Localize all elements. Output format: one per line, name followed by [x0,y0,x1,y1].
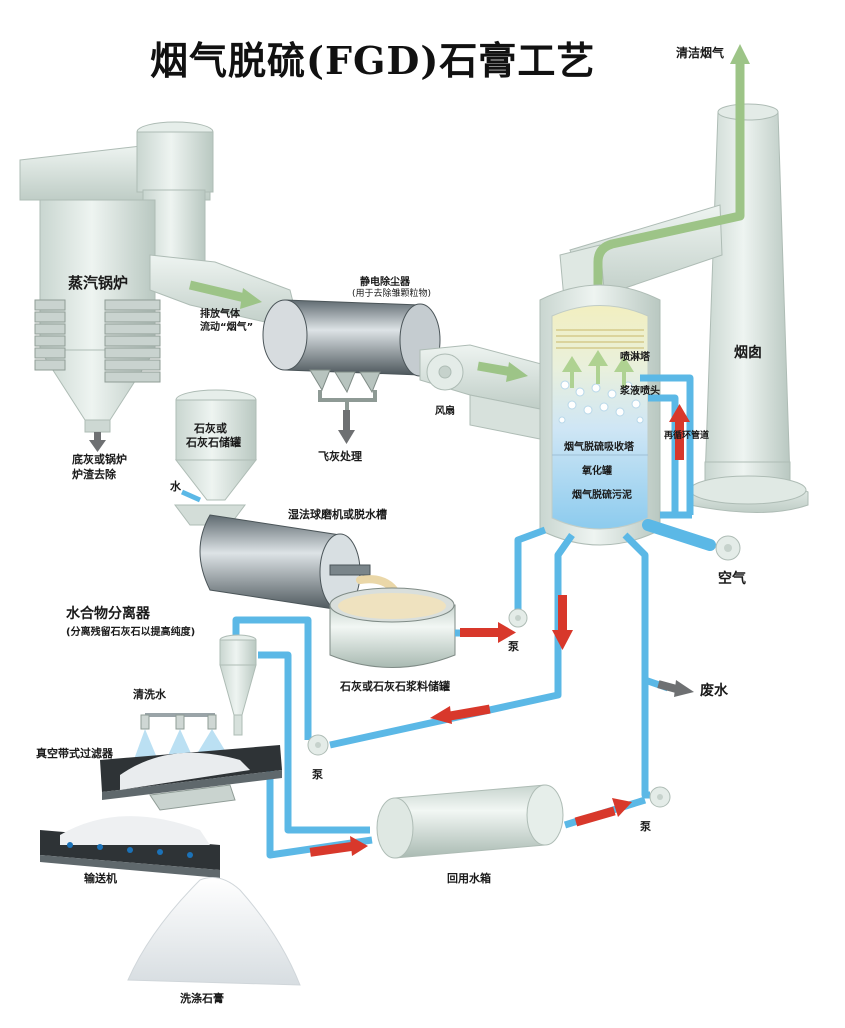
exhaust-gas-label-1: 排放气体 [200,309,240,320]
pump-2 [307,734,329,756]
hydrocyclone [219,634,257,736]
exhaust-gas-label-2: 流动“烟气” [200,322,254,333]
recirculation-piping [640,374,694,519]
hydrocyclone-label-1: 水合物分离器 [66,606,150,622]
mist-eliminator [556,329,644,349]
chimney-label: 烟囱 [734,345,762,361]
lime-silo [174,389,258,501]
slurry-tank-label: 石灰或石灰石浆料储罐 [340,680,450,693]
lime-silo-label-2: 石灰石储罐 [186,436,241,449]
water-label: 水 [170,480,181,493]
conveyor [40,816,220,878]
slurry-storage-tank [329,587,456,668]
reclaim-water-tank [376,784,564,859]
fan-label: 风扇 [435,406,455,417]
steam-boiler-label: 蒸汽锅炉 [68,274,129,292]
recirculation-pipe-label: 再循环管道 [664,431,710,441]
absorber-label: 烟气脱硫吸收塔 [564,442,634,453]
fan-gas-arrow [477,361,528,382]
ball-mill-label: 湿法球磨机或脱水槽 [288,508,387,521]
boiler-heat-exchanger-fins [34,299,161,383]
belt-filter-label: 真空带式过滤器 [36,747,113,760]
fgd-absorber-tower [539,284,661,546]
fgd-sludge-label: 烟气脱硫污泥 [572,490,632,501]
wash-water-nozzles [140,714,217,730]
fly-ash-label: 飞灰处理 [318,450,362,463]
gypsum-label: 洗涤石膏 [180,992,224,1005]
pump-3-label: 泵 [640,820,651,833]
waste-water-arrow [657,680,694,697]
oxidation-air-inlet [642,519,741,561]
pump-2-label: 泵 [312,768,323,781]
pump-3 [649,786,671,808]
steam-boiler [19,121,301,433]
bottom-ash-arrow [89,432,106,452]
slurry-flow-arrows [309,595,632,857]
pump-1-label: 泵 [508,640,519,653]
pump-1 [508,608,528,628]
fly-ash-arrow [338,410,355,444]
chimney [689,103,809,513]
conveyor-label: 输送机 [84,872,117,885]
wash-water-label: 清洗水 [133,688,166,701]
reclaim-tank-label: 回用水箱 [447,872,491,885]
recirculation-flow-arrow [669,404,690,460]
clean-gas-label: 清洁烟气 [676,46,725,60]
ball-mill [174,504,404,611]
bottom-ash-label: 底灰或锅炉 炉渣去除 [72,453,127,481]
slurry-nozzle-label: 浆液喷头 [620,386,660,397]
spray-tower-label: 喷淋塔 [620,352,650,363]
gypsum-pile [127,877,301,986]
induced-draft-fan [419,344,546,441]
electrostatic-precipitator [262,299,441,410]
oxidation-tank-label: 氧化罐 [582,466,612,477]
esp-label-1: 静电除尘器 [360,277,410,288]
rising-gas-arrows [562,350,634,388]
flue-gas-arrow [188,280,262,309]
lime-silo-label-1: 石灰或 [194,422,227,435]
clean-gas-flow-arrow [593,44,750,300]
esp-label-2: (用于去除雏颗粒物) [352,289,432,299]
vacuum-belt-filter [100,713,282,811]
waste-water-label: 废水 [700,683,728,699]
hydrocyclone-label-2: (分离残留石灰石以提高纯度) [66,627,196,638]
page-title: 烟气脱硫(FGD)石膏工艺 [150,38,596,83]
spray-droplets [558,380,644,424]
water-inlet [180,489,202,503]
air-label: 空气 [718,571,746,587]
